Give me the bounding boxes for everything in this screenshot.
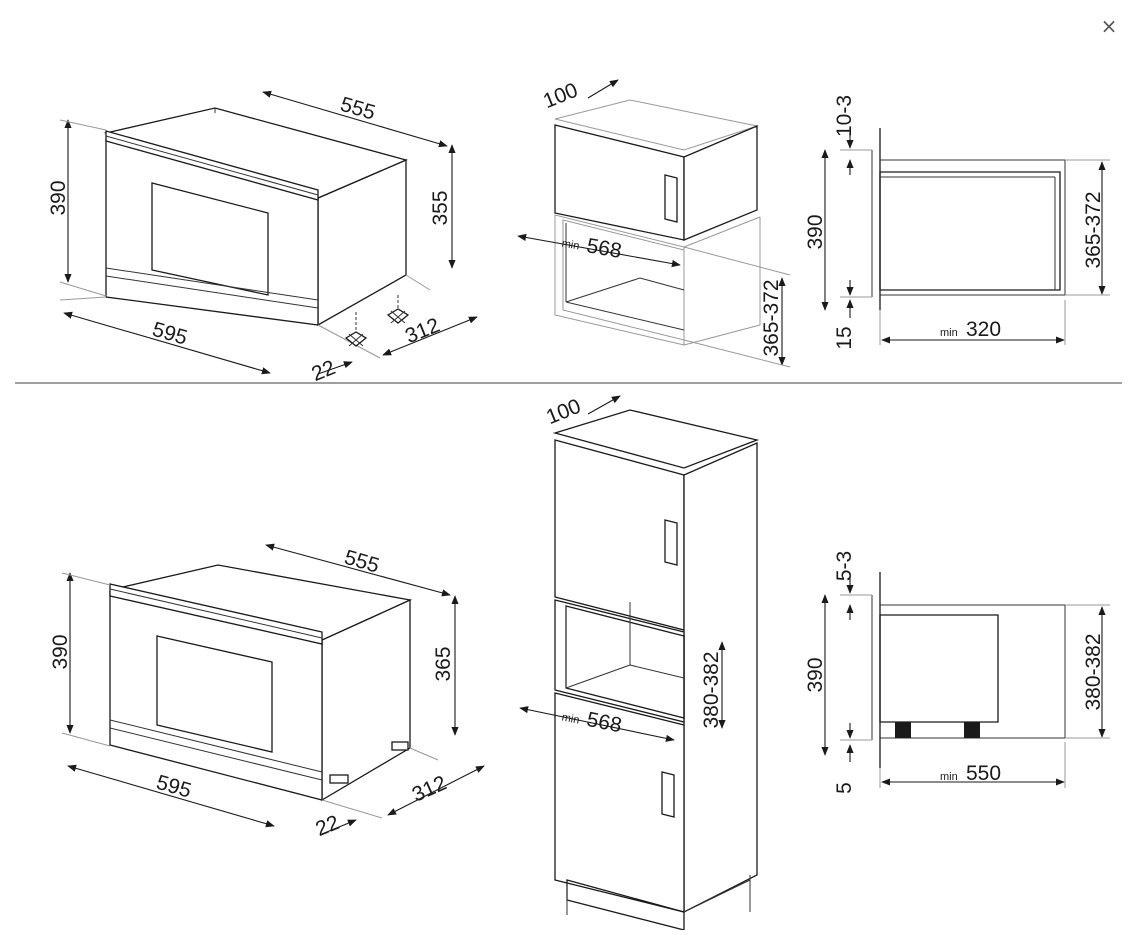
top-cabinet-dimensions [517, 79, 791, 368]
close-icon: × [1100, 14, 1118, 38]
bottom-oven-drawing [109, 564, 439, 819]
bottom-side-gap-label: 5-3 [833, 551, 856, 581]
bottom-side-dimensions [821, 576, 1110, 788]
bottom-cabinet-drawing [552, 409, 760, 931]
top-side-dimensions [821, 130, 1110, 345]
top-side-min-label: min [940, 327, 958, 339]
top-cabinet-drawing [554, 99, 761, 346]
bottom-side-min-label: min [940, 771, 958, 783]
top-side-height-label: 390 [804, 214, 827, 249]
bottom-side-opening-label: 380-382 [1082, 633, 1105, 710]
bottom-cabinet-dimensions [519, 395, 726, 742]
bottom-side-bottom-label: 5 [833, 782, 856, 794]
top-oven-drawing [103, 107, 431, 359]
bottom-oven-depth-back-label: 312 [409, 771, 450, 806]
top-oven-dimensions [59, 90, 478, 375]
bottom-side-view [840, 572, 1066, 768]
top-oven-depth-label: 555 [338, 93, 378, 125]
top-oven-body-height-label: 355 [429, 190, 452, 225]
feet-icon [344, 295, 410, 347]
top-cabinet-min-label: min [561, 238, 581, 253]
top-oven-width-label: 595 [150, 318, 190, 350]
bottom-oven-front-label: 22 [312, 811, 342, 841]
top-side-gap-label: 10-3 [833, 95, 856, 137]
bottom-cabinet-min-label: min [561, 711, 581, 726]
bottom-cabinet-opening-label: 380-382 [700, 651, 723, 728]
top-cabinet-top-label: 100 [540, 79, 581, 113]
bottom-oven-depth-label: 555 [342, 546, 382, 578]
close-button[interactable]: × [1097, 14, 1121, 38]
bottom-side-min-depth-label: 550 [966, 762, 1001, 785]
bottom-oven-body-height-label: 365 [432, 646, 455, 681]
top-oven-depth-back-label: 312 [402, 314, 443, 348]
top-side-view [840, 128, 1066, 310]
bottom-oven-width-label: 595 [154, 771, 194, 803]
bottom-cabinet-top-label: 100 [543, 395, 584, 429]
top-oven-height-label: 390 [47, 180, 70, 215]
top-side-opening-label: 365-372 [1082, 191, 1105, 268]
bottom-oven-height-label: 390 [49, 634, 72, 669]
top-side-min-depth-label: 320 [966, 318, 1001, 341]
top-cabinet-opening-label: 365-372 [760, 279, 783, 356]
bottom-oven-dimensions [61, 543, 485, 835]
bottom-side-height-label: 390 [804, 657, 827, 692]
top-oven-front-label: 22 [308, 356, 338, 386]
top-cabinet-min-width-label: 568 [585, 234, 624, 263]
top-side-bottom-label: 15 [833, 326, 856, 349]
